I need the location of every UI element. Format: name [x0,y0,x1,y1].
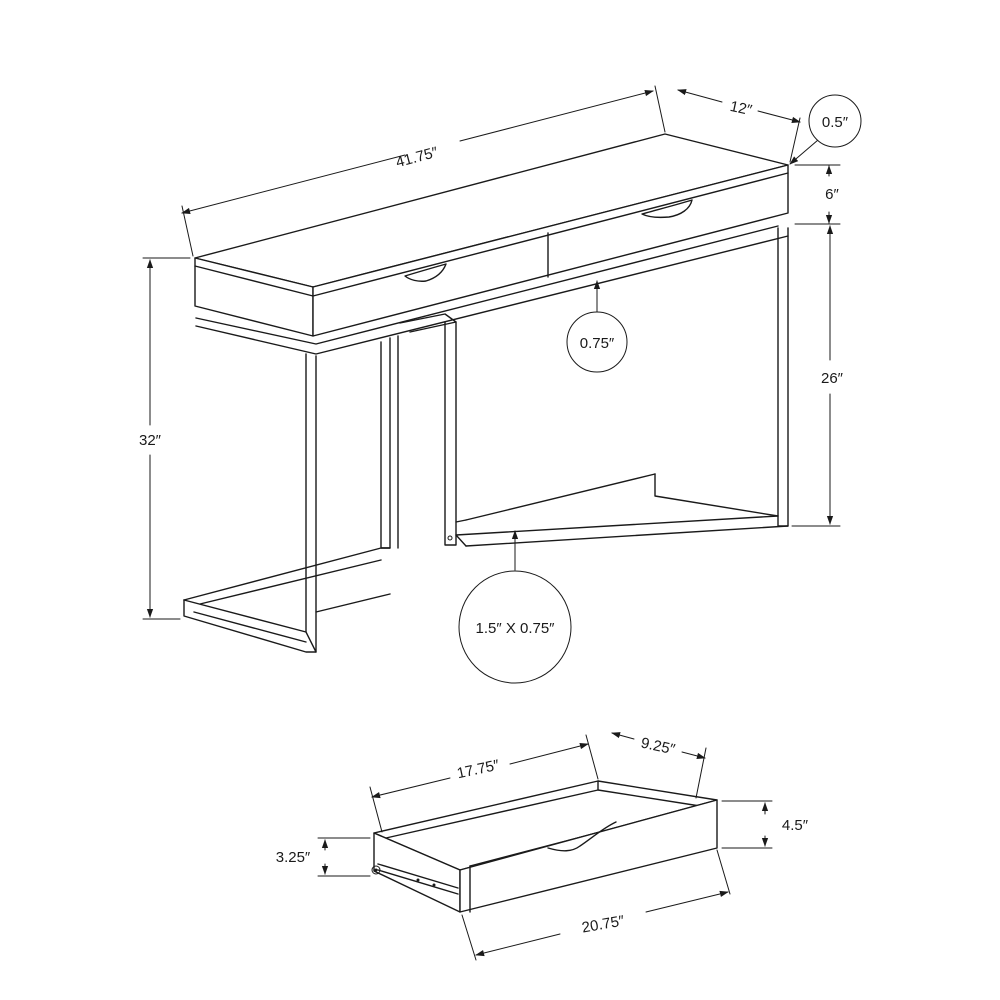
table-top [194,133,789,337]
top-thickness-circle [808,94,862,148]
width-label: 41.75″ [394,144,440,172]
callout-circles [458,94,862,684]
drawer-front-height-label: 4.5″ [782,817,809,834]
drawer-inner-depth-label: 9.25″ [639,735,677,759]
leg-clearance-label: 26″ [821,370,844,387]
apron-thickness-label: 0.75″ [580,335,615,352]
console-table-drawing [183,133,789,653]
right-leg-frame [444,227,789,547]
apron-thickness-circle [566,311,628,373]
total-height-label: 32″ [139,432,162,449]
top-thickness-label: 0.5″ [822,114,849,131]
leg-profile-circle [458,570,572,684]
drawer-height-label: 6″ [825,186,839,203]
drawer-outer-length-label: 20.75″ [581,912,627,936]
drawer-dimension-lines [317,732,773,961]
drawer-drawing [371,780,718,913]
dimension-lines [142,85,841,620]
depth-label: 12″ [728,98,754,119]
left-leg-frame [183,335,399,653]
drawer-side-height-label: 3.25″ [276,849,311,866]
leg-profile-label: 1.5″ X 0.75″ [475,620,555,637]
drawer-inner-length-label: 17.75″ [455,757,501,783]
under-rail [195,225,789,355]
